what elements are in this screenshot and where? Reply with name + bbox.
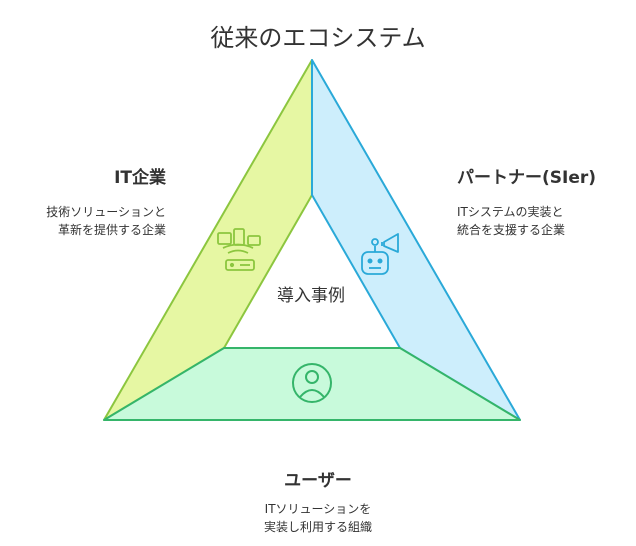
partner-heading: パートナー(SIer) [457, 168, 597, 188]
it-company-desc-line2: 革新を提供する企業 [57, 223, 166, 237]
partner-description: ITシステムの実装と 統合を支援する企業 [457, 203, 627, 239]
it-company-heading: IT企業 [114, 168, 166, 188]
user-description: ITソリューションを 実装し利用する組織 [218, 500, 418, 536]
user-desc-line1: ITソリューションを [264, 502, 372, 516]
robot-megaphone-icon [361, 233, 399, 275]
user-circle-icon [292, 363, 332, 403]
user-desc-line2: 実装し利用する組織 [263, 520, 372, 534]
it-company-desc-line1: 技術ソリューションと [46, 205, 166, 219]
user-heading: ユーザー [284, 471, 352, 491]
partner-desc-line1: ITシステムの実装と [457, 205, 564, 219]
it-company-description: 技術ソリューションと 革新を提供する企業 [20, 203, 166, 239]
partner-desc-line2: 統合を支援する企業 [457, 223, 566, 237]
devices-router-icon [217, 228, 261, 271]
diagram-title: 従来のエコシステム [210, 24, 426, 52]
center-label: 導入事例 [277, 286, 345, 306]
